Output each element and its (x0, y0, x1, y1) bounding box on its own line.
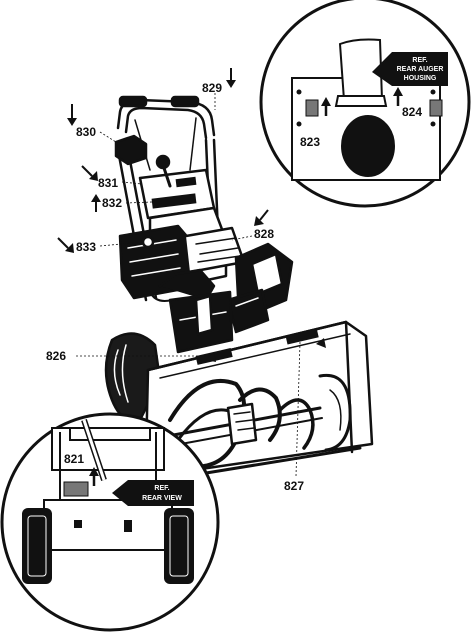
arrow-821-icon (89, 467, 99, 486)
arrow-827-icon (316, 338, 326, 348)
part-label-828: 828 (254, 227, 274, 241)
discharge-chute (226, 242, 294, 334)
callout-ref-line1: REF. (412, 57, 427, 64)
right-rear-wheel (164, 508, 194, 584)
decal-823 (305, 99, 319, 117)
part-label-827: 827 (284, 479, 304, 493)
decal-821 (63, 481, 89, 497)
part-label-831: 831 (98, 176, 118, 190)
arrow-829-icon (214, 68, 236, 110)
part-label-833: 833 (76, 240, 96, 254)
callout-rear-auger-housing: REF. REAR AUGER HOUSING (372, 52, 448, 86)
callout-ref-view-line2: REAR VIEW (142, 495, 182, 502)
part-label-832: 832 (102, 196, 122, 210)
inset-rear-auger-housing: REF. REAR AUGER HOUSING 823 824 (259, 0, 471, 208)
arrow-831-icon (81, 165, 143, 185)
part-label-821: 821 (64, 452, 84, 466)
part-label-826: 826 (46, 349, 66, 363)
part-label-829: 829 (202, 81, 222, 95)
frame-body (168, 290, 234, 354)
callout-ref-line3: HOUSING (404, 75, 437, 82)
part-label-830: 830 (76, 125, 96, 139)
arrow-824-icon (393, 87, 403, 106)
callout-ref-view-line1: REF. (154, 485, 169, 492)
drive-control-box (114, 134, 148, 166)
arrow-828-icon (231, 209, 269, 241)
decal-824 (429, 99, 443, 117)
left-rear-wheel (22, 508, 52, 584)
arrow-833-icon (57, 237, 143, 253)
engine (118, 206, 246, 302)
callout-ref-line2: REAR AUGER (397, 66, 444, 73)
leaders-and-arrows (57, 68, 326, 477)
part-label-823: 823 (300, 135, 320, 149)
arrow-823-icon (321, 97, 331, 116)
arrow-826-icon (206, 352, 216, 362)
snow-thrower-illustration (104, 95, 374, 483)
arrow-830-icon (67, 104, 117, 143)
callout-rear-view: REF. REAR VIEW (112, 480, 194, 506)
part-label-824: 824 (402, 105, 422, 119)
dashboard-panel (138, 154, 216, 220)
arrow-832-icon (91, 194, 153, 212)
inset-rear-view: REF. REAR VIEW 821 (0, 412, 220, 632)
auger-housing (144, 320, 374, 483)
